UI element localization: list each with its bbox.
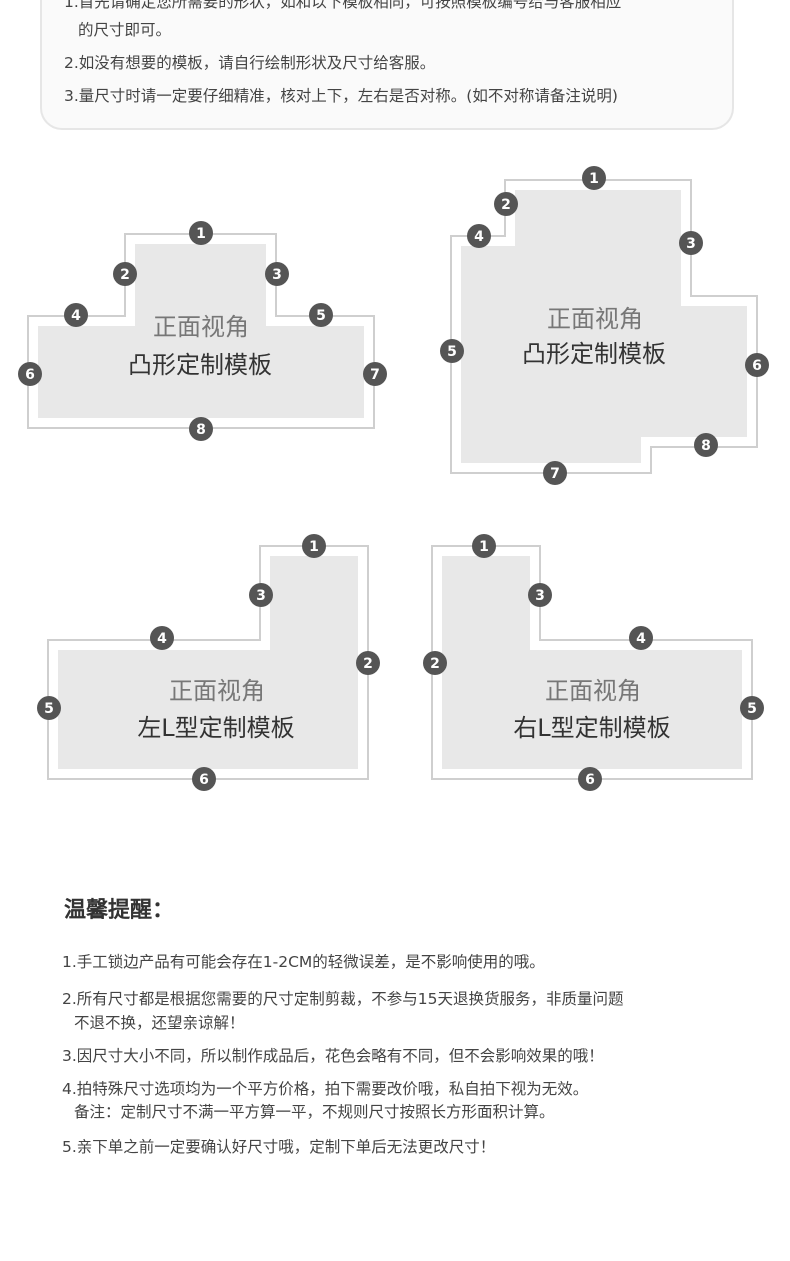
badge-3: 3 — [679, 231, 703, 255]
svg-text:5: 5 — [747, 701, 757, 717]
badge-1: 1 — [302, 534, 326, 558]
badge-4: 4 — [467, 224, 491, 248]
badge-4: 4 — [629, 626, 653, 650]
tip-2: 2.所有尺寸都是根据您需要的尺寸定制剪裁，不参与15天退换货服务，非质量问题 — [62, 990, 624, 1008]
svg-text:6: 6 — [199, 772, 209, 788]
badge-6: 6 — [745, 353, 769, 377]
svg-text:8: 8 — [701, 438, 711, 454]
svg-text:1: 1 — [479, 539, 489, 555]
svg-text:3: 3 — [686, 236, 696, 252]
badge-8: 8 — [694, 433, 718, 457]
badge-5: 5 — [309, 303, 333, 327]
template-fill — [442, 556, 742, 769]
tip-2-cont: 不退不换，还望亲谅解！ — [74, 1014, 245, 1032]
badge-4: 4 — [64, 303, 88, 327]
badge-1: 1 — [189, 221, 213, 245]
template-title: 右L型定制模板 — [513, 714, 670, 742]
badge-5: 5 — [37, 696, 61, 720]
badge-3: 3 — [265, 262, 289, 286]
template-title: 左L型定制模板 — [137, 714, 294, 742]
svg-text:6: 6 — [585, 772, 595, 788]
badge-2: 2 — [356, 651, 380, 675]
svg-text:5: 5 — [447, 344, 457, 360]
svg-text:7: 7 — [550, 466, 560, 482]
svg-text:1: 1 — [309, 539, 319, 555]
badge-5: 5 — [440, 339, 464, 363]
svg-text:7: 7 — [370, 367, 380, 383]
svg-text:1: 1 — [196, 226, 206, 242]
badge-2: 2 — [423, 651, 447, 675]
note-line-1: 1.首先请确定您所需要的形状，如和以下模板相同，可按照模板编号给与客服相应 — [64, 0, 622, 11]
svg-text:2: 2 — [363, 656, 373, 672]
svg-text:6: 6 — [25, 367, 35, 383]
badge-2: 2 — [494, 192, 518, 216]
tip-1: 1.手工锁边产品有可能会存在1-2CM的轻微误差，是不影响使用的哦。 — [62, 953, 545, 971]
svg-text:5: 5 — [44, 701, 54, 717]
note-line-3: 3.量尺寸时请一定要仔细精准，核对上下，左右是否对称。(如不对称请备注说明) — [64, 87, 618, 105]
template-view-label: 正面视角 — [547, 305, 643, 333]
template-fill — [58, 556, 358, 769]
badge-2: 2 — [113, 262, 137, 286]
templates-canvas: 正面视角 凸形定制模板 1 2 3 4 5 6 7 8 正面视角 凸形定制模板 … — [18, 166, 769, 791]
badge-1: 1 — [582, 166, 606, 190]
template-right-l: 正面视角 右L型定制模板 1 2 3 4 5 6 — [423, 534, 764, 791]
svg-text:2: 2 — [430, 656, 440, 672]
svg-text:8: 8 — [196, 422, 206, 438]
tips-title: 温馨提醒： — [64, 898, 175, 923]
svg-text:2: 2 — [120, 267, 130, 283]
tip-4-cont: 备注：定制尺寸不满一平方算一平，不规则尺寸按照长方形面积计算。 — [74, 1103, 555, 1121]
badge-6: 6 — [18, 362, 42, 386]
badge-7: 7 — [543, 461, 567, 485]
svg-text:4: 4 — [71, 308, 81, 324]
badge-1: 1 — [472, 534, 496, 558]
svg-text:3: 3 — [272, 267, 282, 283]
svg-text:5: 5 — [316, 308, 326, 324]
svg-text:3: 3 — [535, 588, 545, 604]
svg-text:1: 1 — [589, 171, 599, 187]
badge-3: 3 — [249, 583, 273, 607]
tip-5: 5.亲下单之前一定要确认好尺寸哦，定制下单后无法更改尺寸！ — [62, 1138, 496, 1156]
template-title: 凸形定制模板 — [128, 351, 272, 379]
template-title: 凸形定制模板 — [522, 340, 666, 368]
svg-text:2: 2 — [501, 197, 511, 213]
svg-text:4: 4 — [157, 631, 167, 647]
svg-text:4: 4 — [636, 631, 646, 647]
badge-7: 7 — [363, 362, 387, 386]
template-fill — [461, 190, 747, 463]
template-left-l: 正面视角 左L型定制模板 1 2 3 4 5 6 — [37, 534, 380, 791]
badge-6: 6 — [192, 767, 216, 791]
badge-3: 3 — [528, 583, 552, 607]
note-line-1-cont: 的尺寸即可。 — [78, 21, 172, 39]
template-fill — [38, 244, 364, 418]
notes-box — [40, 0, 734, 130]
svg-text:4: 4 — [474, 229, 484, 245]
template-convex-1: 正面视角 凸形定制模板 1 2 3 4 5 6 7 8 — [18, 221, 387, 441]
svg-text:6: 6 — [752, 358, 762, 374]
template-view-label: 正面视角 — [153, 313, 249, 341]
note-line-2: 2.如没有想要的模板，请自行绘制形状及尺寸给客服。 — [64, 54, 436, 72]
svg-text:3: 3 — [256, 588, 266, 604]
badge-6: 6 — [578, 767, 602, 791]
template-convex-2: 正面视角 凸形定制模板 1 2 3 4 5 6 7 8 — [440, 166, 769, 485]
tip-4: 4.拍特殊尺寸选项均为一个平方价格，拍下需要改价哦，私自拍下视为无效。 — [62, 1080, 589, 1098]
template-view-label: 正面视角 — [169, 677, 265, 705]
badge-8: 8 — [189, 417, 213, 441]
badge-4: 4 — [150, 626, 174, 650]
badge-5: 5 — [740, 696, 764, 720]
template-view-label: 正面视角 — [545, 677, 641, 705]
tip-3: 3.因尺寸大小不同，所以制作成品后，花色会略有不同，但不会影响效果的哦！ — [62, 1047, 604, 1065]
